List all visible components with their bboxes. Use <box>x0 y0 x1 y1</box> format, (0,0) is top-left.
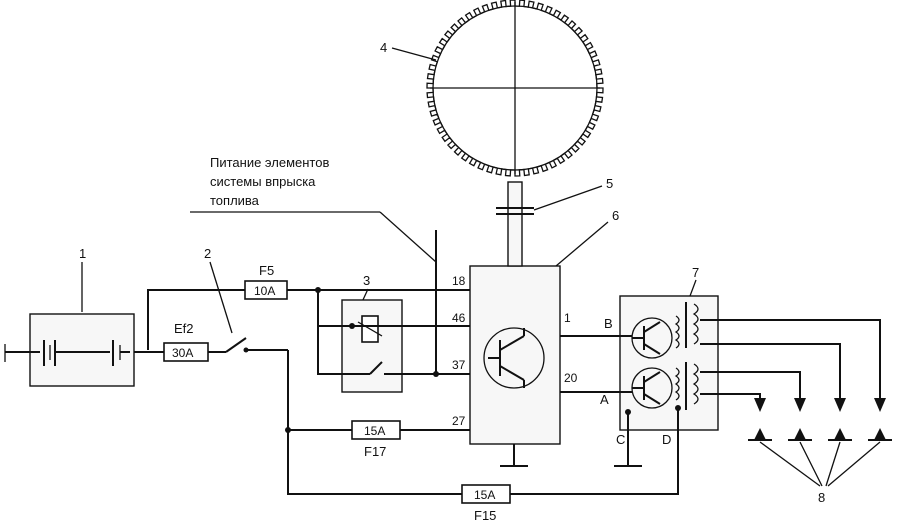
ecu-pin-20: 20 <box>564 371 578 385</box>
output-arrows <box>754 398 886 412</box>
callout-1: 1 <box>79 246 86 261</box>
callout-3: 3 <box>363 273 370 288</box>
callout-4: 4 <box>380 40 387 55</box>
module-terminal-a: A <box>600 392 609 407</box>
spark-plugs <box>748 428 892 487</box>
ecu-pin-18: 18 <box>452 274 466 288</box>
fuse-f17-label: F17 <box>364 444 386 459</box>
ecu-pin-37: 37 <box>452 358 466 372</box>
fuse-ef2-rating: 30A <box>172 346 193 360</box>
fuse-f5-label: F5 <box>259 263 274 278</box>
ecu-unit <box>469 265 561 445</box>
ignition-module <box>619 295 719 431</box>
callout-6: 6 <box>612 208 619 223</box>
ignition-switch <box>225 337 288 353</box>
note-line-1: Питание элементов <box>210 155 329 170</box>
ecu-pin-46: 46 <box>452 311 466 325</box>
fuse-f17-rating: 15A <box>364 424 385 438</box>
callout-8: 8 <box>818 490 825 505</box>
fuse-f15 <box>461 484 511 504</box>
ecu-pin-1: 1 <box>564 311 571 325</box>
battery <box>4 313 135 387</box>
module-terminal-c: C <box>616 432 625 447</box>
fuse-ef2-label: Ef2 <box>174 321 194 336</box>
fuse-f5-rating: 10A <box>254 284 275 298</box>
note-line-3: топлива <box>210 193 260 208</box>
callout-7: 7 <box>692 265 699 280</box>
fuse-f15-label: F15 <box>474 508 496 523</box>
relay <box>341 299 403 393</box>
ecu-pin-27: 27 <box>452 414 466 428</box>
timing-rotor <box>426 0 604 177</box>
module-terminal-d: D <box>662 432 671 447</box>
module-terminal-b: B <box>604 316 613 331</box>
callout-5: 5 <box>606 176 613 191</box>
crankshaft-sensor <box>496 181 534 267</box>
note-line-2: системы впрыска <box>210 174 316 189</box>
callout-2: 2 <box>204 246 211 261</box>
rotor-teeth <box>426 0 604 177</box>
fuse-f15-rating: 15A <box>474 488 495 502</box>
